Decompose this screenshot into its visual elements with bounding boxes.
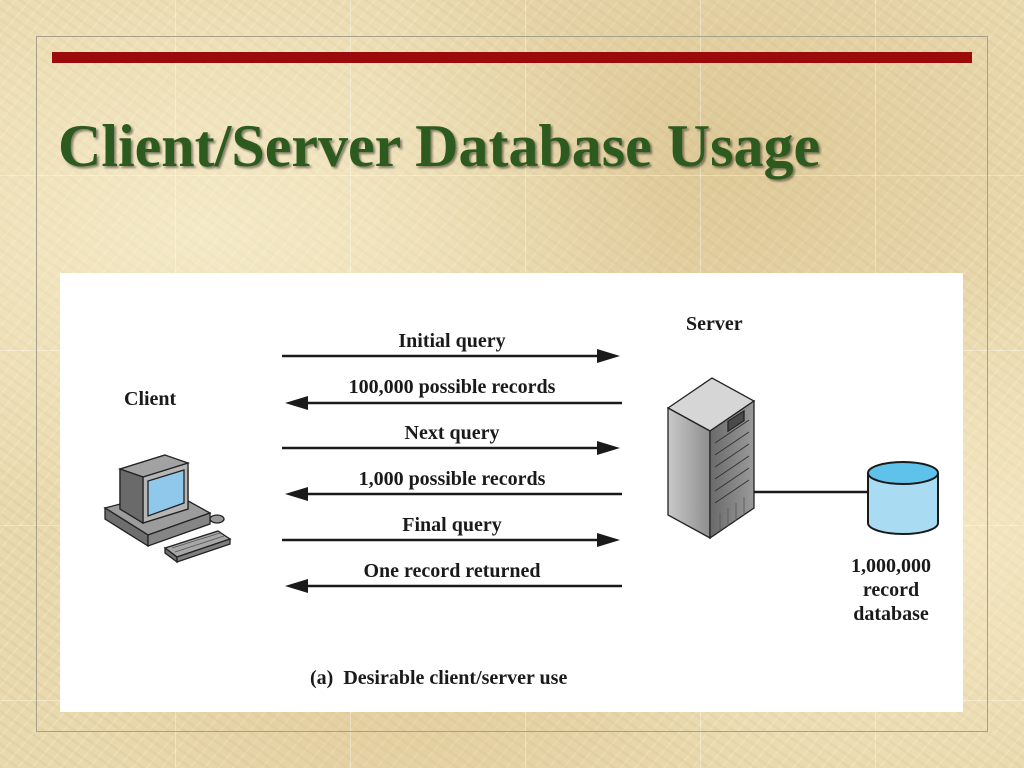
diagram-graphics (103, 349, 939, 593)
arrow-to-client (285, 579, 622, 593)
database-label-line: record (862, 579, 920, 601)
message-label: 1,000 possible records (358, 468, 546, 490)
message-arrows (282, 349, 622, 593)
client-server-diagram: Client Server Initial query 100,000 poss… (60, 273, 963, 712)
database-cylinder-icon (867, 461, 939, 535)
message-label: Final query (402, 514, 502, 536)
figure-caption-text: (a) Desirable client/server use (310, 667, 568, 689)
texture-seam (0, 175, 1024, 176)
message-label: 100,000 possible records (348, 376, 556, 398)
server-label: Server (686, 313, 743, 335)
database-label-line: 1,000,000 (851, 555, 931, 577)
arrow-to-server (282, 441, 620, 455)
figure-caption: (a) Desirable client/server use (310, 667, 567, 690)
message-label: One record returned (363, 560, 541, 582)
arrow-to-client (285, 487, 622, 501)
server-tower-icon (666, 377, 756, 540)
slide-frame (36, 36, 988, 732)
slide-title: Client/Server Database Usage (58, 113, 821, 179)
arrow-to-server (282, 349, 620, 363)
database-label-line: database (853, 603, 929, 625)
arrow-to-client (285, 396, 622, 410)
arrow-to-server (282, 533, 620, 547)
message-label: Next query (404, 422, 500, 444)
message-label: Initial query (398, 330, 506, 352)
client-label: Client (124, 388, 177, 410)
database-label: 1,000,000 record database (831, 554, 951, 626)
title-accent-bar (52, 52, 972, 63)
desktop-computer-icon (103, 454, 232, 564)
